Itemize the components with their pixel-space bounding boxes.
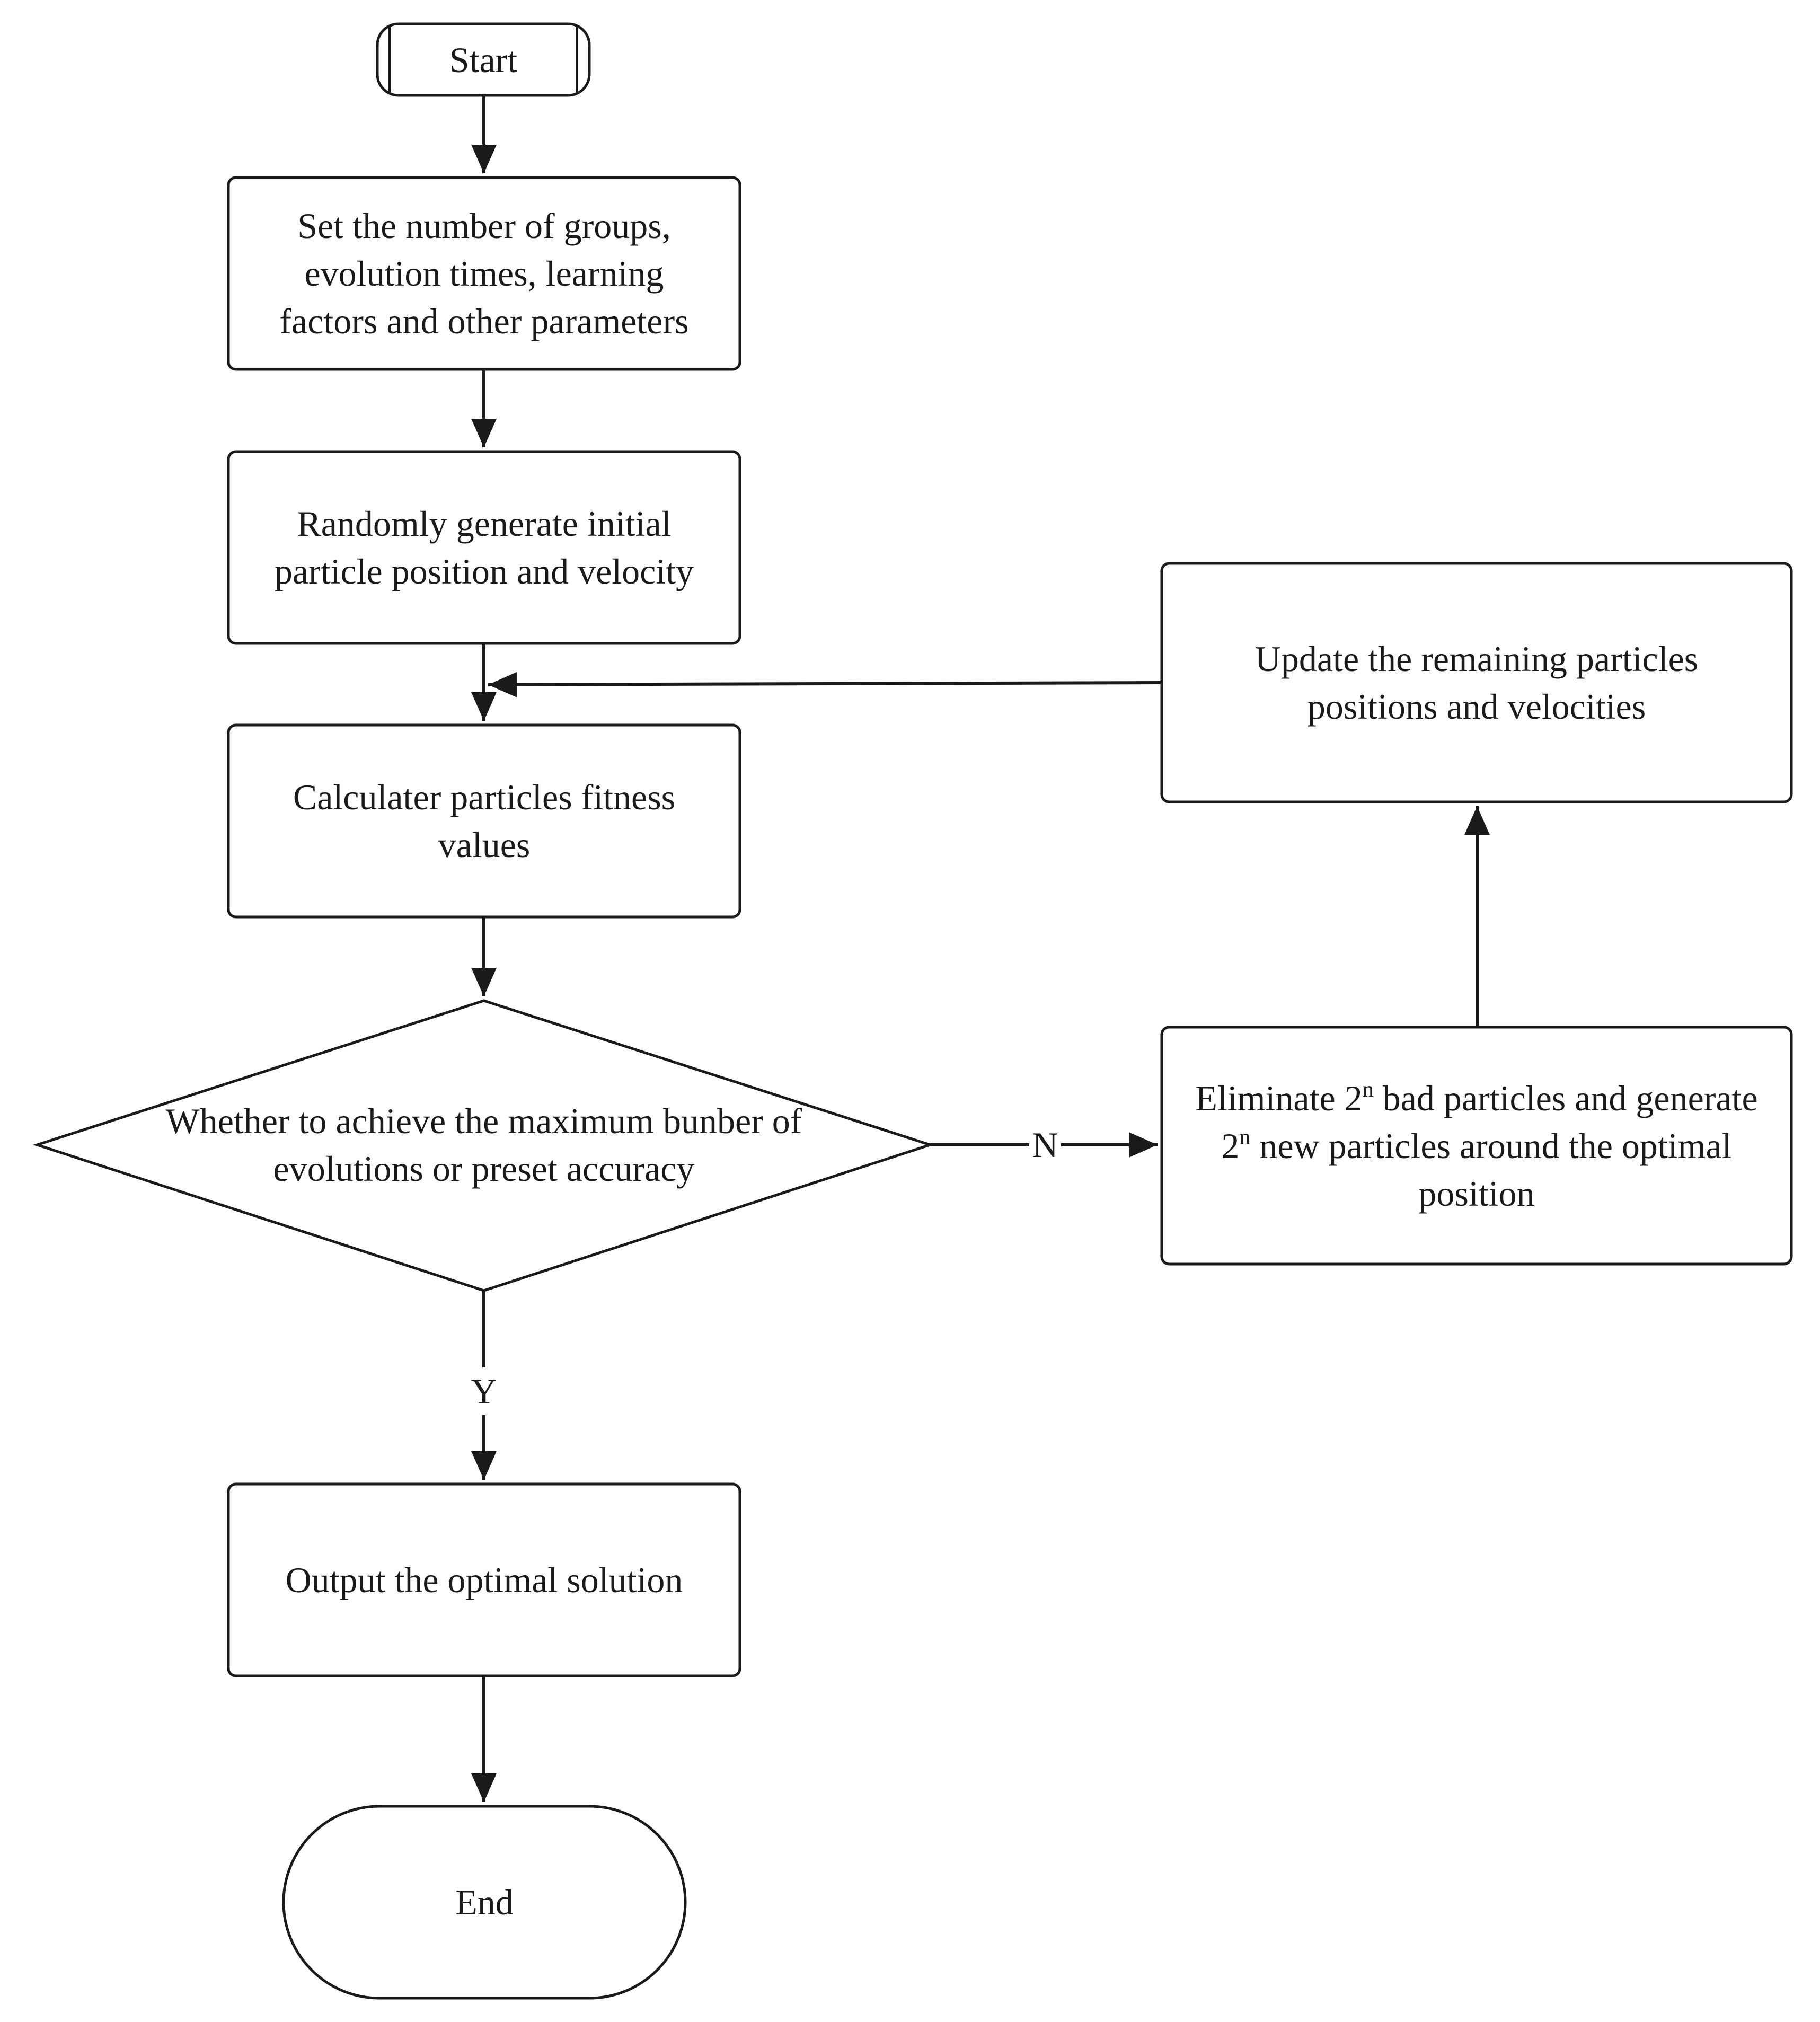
- random-init-line-1: Randomly generate initial: [297, 504, 672, 544]
- output-node: Output the optimal solution: [228, 1484, 740, 1676]
- eliminate-line-1-sup: n: [1362, 1077, 1374, 1102]
- decision-node: Whether to achieve the maximum bunber of…: [101, 1076, 867, 1214]
- update-line-2: positions and velocities: [1307, 686, 1646, 727]
- end-label: End: [455, 1882, 514, 1922]
- random-init-node: Randomly generate initial particle posit…: [228, 452, 740, 643]
- update-line-1: Update the remaining particles: [1254, 639, 1699, 679]
- fitness-line-2: values: [438, 825, 531, 865]
- update-node: Update the remaining particles positions…: [1162, 563, 1791, 802]
- decision-line-2: evolutions or preset accuracy: [273, 1149, 695, 1189]
- end-node: End: [284, 1806, 685, 1998]
- eliminate-line-2: 2n new particles around the optimal: [1221, 1122, 1731, 1170]
- edge-update-to-loop: [488, 672, 1162, 697]
- start-node: Start: [390, 24, 577, 95]
- eliminate-line-1: Eliminate 2n bad particles and generate: [1195, 1074, 1757, 1122]
- output-label: Output the optimal solution: [285, 1560, 683, 1600]
- end-node-shape: [282, 1805, 687, 2000]
- fitness-line-1: Calculater particles fitness: [293, 777, 676, 817]
- edge-label-yes: Y: [466, 1367, 501, 1415]
- start-node-shape: [376, 22, 591, 97]
- eliminate-line-1-post: bad particles and generate: [1373, 1078, 1758, 1118]
- set-params-line-1: Set the number of groups,: [297, 206, 671, 246]
- fitness-node: Calculater particles fitness values: [228, 725, 740, 917]
- edge-label-no: N: [1029, 1124, 1061, 1166]
- eliminate-line-2-sup: n: [1239, 1125, 1251, 1150]
- random-init-line-2: particle position and velocity: [274, 551, 694, 591]
- set-params-line-3: factors and other parameters: [279, 301, 689, 341]
- eliminate-line-1-pre: Eliminate 2: [1195, 1078, 1363, 1118]
- eliminate-line-3: position: [1418, 1173, 1535, 1214]
- start-label: Start: [449, 39, 518, 80]
- eliminate-line-2-post: new particles around the optimal: [1250, 1125, 1732, 1166]
- eliminate-node: Eliminate 2n bad particles and generate …: [1162, 1027, 1791, 1264]
- set-params-line-2: evolution times, learning: [304, 253, 664, 294]
- decision-line-1: Whether to achieve the maximum bunber of: [165, 1101, 802, 1141]
- set-params-node: Set the number of groups, evolution time…: [228, 178, 740, 369]
- eliminate-line-2-pre: 2: [1221, 1125, 1240, 1166]
